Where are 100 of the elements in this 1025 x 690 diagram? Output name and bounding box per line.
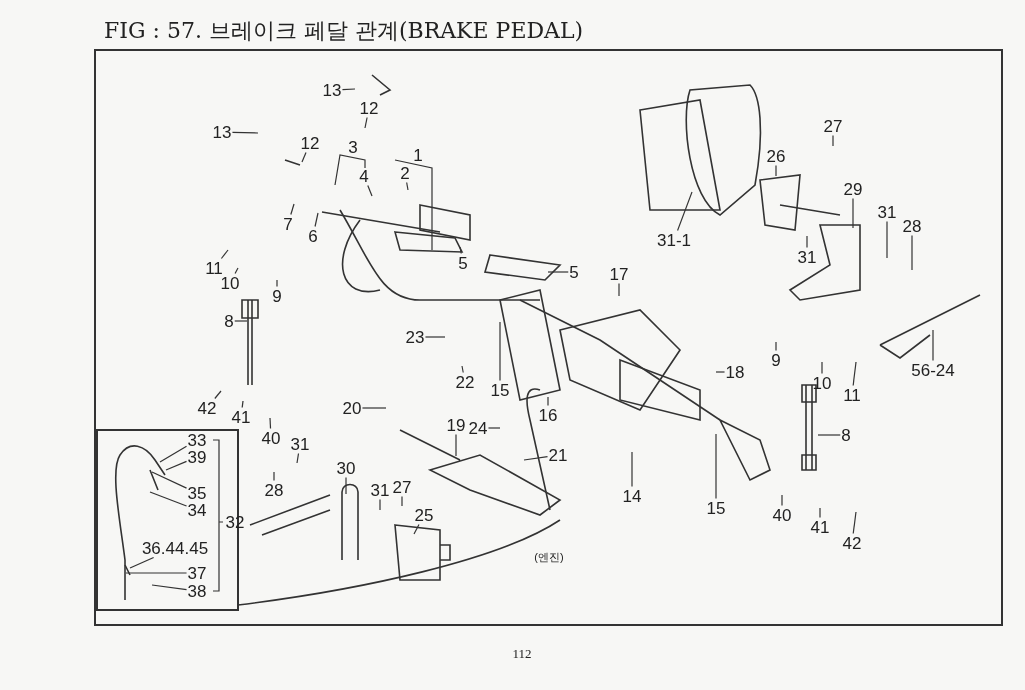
callout-number: 16 (537, 405, 559, 425)
page-number: 112 (511, 644, 533, 663)
leader-line (775, 164, 777, 177)
callout-number: 31 (796, 247, 818, 267)
leader-line (886, 220, 888, 259)
leader-line (406, 181, 409, 191)
leader-line (618, 282, 620, 297)
callout-number: 31 (369, 480, 391, 500)
leader-line (129, 556, 155, 569)
callout-number: 8 (223, 311, 235, 331)
callout-number: 13 (211, 122, 233, 142)
leader-line (151, 471, 188, 489)
leader-line (361, 407, 387, 409)
callout-number: 9 (770, 350, 782, 370)
leader-line (819, 507, 821, 519)
callout-number: 20 (341, 398, 363, 418)
leader-line (832, 134, 834, 147)
leader-line (345, 476, 347, 495)
callout-number: 42 (196, 398, 218, 418)
leader-line (301, 151, 307, 163)
callout-number: 41 (230, 407, 252, 427)
leader-line (379, 498, 381, 511)
callout-number: 24 (467, 418, 489, 438)
callout-number: 19 (445, 415, 467, 435)
leader-line (499, 321, 501, 382)
callout-number: 29 (842, 179, 864, 199)
callout-number: 38 (186, 581, 208, 601)
callout-number: 31 (289, 434, 311, 454)
callout-number: 21 (547, 445, 569, 465)
leader-line (290, 203, 295, 216)
leader-line (296, 452, 300, 464)
leader-line (424, 336, 446, 338)
leader-line (364, 116, 368, 129)
callout-number: 18 (724, 362, 746, 382)
leader-line (775, 341, 777, 352)
leader-line (341, 88, 356, 91)
leader-line (459, 246, 462, 255)
callout-number: 40 (771, 505, 793, 525)
callout-number: 6 (307, 226, 319, 246)
callout-number: 35 (186, 483, 208, 503)
callout-number: 11 (842, 385, 862, 405)
callout-number: 27 (391, 477, 413, 497)
leader-line (781, 494, 783, 507)
callout-number: 17 (608, 264, 630, 284)
leader-line (367, 184, 373, 197)
callout-number: 31 (876, 202, 898, 222)
leader-line (220, 249, 229, 260)
leader-line (852, 511, 857, 535)
leader-line (276, 279, 278, 288)
leader-line (911, 234, 913, 271)
callout-number: 31-1 (656, 230, 692, 250)
callout-number: 5 (568, 262, 580, 282)
leader-line (149, 491, 188, 507)
callout-number: 39 (186, 447, 208, 467)
leader-line (817, 434, 841, 436)
callout-number: 13 (321, 80, 343, 100)
leader-line (821, 361, 823, 375)
leader-line (314, 212, 319, 228)
leader-line (932, 329, 934, 362)
leader-line (151, 584, 188, 591)
callout-number: 12 (299, 133, 321, 153)
callout-number: 22 (454, 372, 476, 392)
callout-number: 2 (399, 163, 411, 183)
leader-line (125, 572, 188, 574)
leader-line (676, 191, 693, 232)
callout-number: 37 (186, 563, 208, 583)
callout-number: 28 (901, 216, 923, 236)
callout-number: 15 (705, 498, 727, 518)
callout-number: 33 (186, 430, 208, 450)
leader-line (273, 471, 275, 482)
leader-line (165, 460, 188, 471)
leader-line (547, 271, 569, 273)
leader-line (269, 417, 272, 430)
callout-number: 7 (282, 214, 294, 234)
callout-number: 9 (271, 286, 283, 306)
callout-number: 3 (347, 137, 359, 157)
leader-line (715, 371, 726, 373)
leader-line (234, 267, 239, 275)
leader-line (631, 451, 633, 488)
leader-line (214, 390, 222, 400)
leader-line (234, 320, 248, 322)
leader-line (401, 495, 403, 507)
callout-number: 8 (840, 425, 852, 445)
leader-line (159, 445, 188, 463)
leader-line (806, 235, 808, 249)
engine-note: (엔진) (533, 549, 565, 565)
callout-number: 25 (413, 505, 435, 525)
callout-number: 40 (260, 428, 282, 448)
callout-number: 14 (621, 486, 643, 506)
callout-number: 36.44.45 (140, 538, 210, 558)
callout-number: 27 (822, 116, 844, 136)
leader-line (715, 433, 717, 500)
callout-number: 26 (765, 146, 787, 166)
leader-line (413, 523, 420, 535)
leader-line (231, 131, 259, 134)
leader-line (241, 400, 244, 409)
leader-line (523, 455, 549, 461)
callout-number: 5 (457, 253, 469, 273)
figure-title: FIG : 57. 브레이크 페달 관계(BRAKE PEDAL) (104, 17, 584, 45)
leader-line (455, 433, 457, 457)
